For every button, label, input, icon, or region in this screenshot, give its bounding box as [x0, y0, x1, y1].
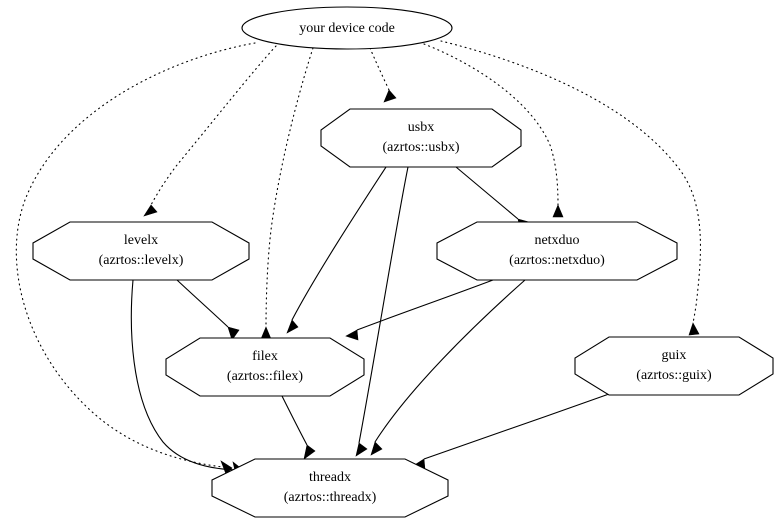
node-filex[interactable]: filex (azrtos::filex): [165, 337, 365, 397]
node-label-line2: (azrtos::netxduo): [509, 253, 605, 268]
edge-path: [455, 166, 519, 220]
edge-layer: [15, 40, 701, 476]
node-label-line1: levelx: [124, 233, 158, 248]
edge-path: [440, 40, 701, 324]
arrow-head: [227, 326, 240, 341]
edge-path: [281, 395, 308, 446]
edge-path: [130, 279, 244, 471]
edge-path: [150, 45, 277, 206]
node-label-line2: (azrtos::usbx): [383, 140, 460, 155]
arrow-head: [355, 442, 368, 457]
node-label-line1: filex: [252, 349, 278, 364]
edge-path: [369, 47, 390, 91]
edge-levelx-to-filex: [176, 279, 240, 341]
arrow-head: [345, 329, 359, 341]
node-usbx[interactable]: usbx (azrtos::usbx): [320, 108, 522, 168]
node-label-line2: (azrtos::threadx): [284, 490, 377, 505]
arrow-head: [688, 322, 700, 336]
edge-filex-to-threadx: [281, 395, 316, 460]
node-label-line2: (azrtos::levelx): [99, 253, 184, 268]
node-label-line1: threadx: [309, 470, 351, 485]
edge-path: [423, 393, 610, 460]
edge-path: [374, 279, 526, 443]
edge-usbx-to-filex: [286, 166, 387, 334]
arrow-head: [286, 319, 299, 334]
edge-path: [358, 166, 409, 444]
edge-device-to-levelx: [143, 45, 277, 217]
node-netxduo[interactable]: netxduo (azrtos::netxduo): [436, 221, 678, 281]
node-octagon-shape: [32, 221, 250, 281]
edge-netxduo-to-filex: [345, 279, 494, 341]
node-label-line1: netxduo: [534, 233, 579, 248]
arrow-head: [370, 441, 383, 456]
edge-path: [15, 42, 256, 469]
node-octagon-shape: [320, 108, 522, 168]
edge-device-to-threadx: [15, 42, 256, 475]
node-label-line2: (azrtos::guix): [636, 368, 712, 383]
arrow-head: [220, 460, 233, 475]
edge-guix-to-threadx: [412, 393, 610, 471]
arrow-head: [260, 326, 272, 340]
node-label-line1: your device code: [299, 21, 395, 36]
node-label-line1: guix: [662, 348, 687, 363]
node-levelx[interactable]: levelx (azrtos::levelx): [32, 221, 250, 281]
edge-device-to-netxduo: [423, 43, 564, 218]
arrow-head: [383, 89, 397, 103]
edge-device-to-usbx: [369, 47, 397, 103]
node-threadx[interactable]: threadx (azrtos::threadx): [211, 458, 449, 518]
edge-usbx-to-threadx: [355, 166, 409, 457]
edge-path: [265, 47, 314, 328]
edge-device-to-guix: [440, 40, 701, 336]
edge-path: [356, 279, 494, 331]
node-ellipse-shape: [241, 6, 453, 50]
edge-netxduo-to-threadx: [370, 279, 526, 456]
node-your-device-code[interactable]: your device code: [241, 6, 453, 50]
edge-path: [176, 279, 229, 328]
node-octagon-shape: [574, 336, 774, 396]
arrow-head: [143, 204, 158, 217]
edge-path: [291, 166, 387, 321]
node-octagon-shape: [165, 337, 365, 397]
node-guix[interactable]: guix (azrtos::guix): [574, 336, 774, 396]
node-label-line1: usbx: [408, 120, 434, 135]
arrow-head: [303, 444, 316, 460]
node-octagon-shape: [436, 221, 678, 281]
node-octagon-shape: [211, 458, 449, 518]
node-layer: your device code usbx (azrtos::usbx) lev…: [32, 6, 774, 518]
arrow-head: [552, 204, 564, 218]
node-label-line2: (azrtos::filex): [227, 369, 304, 384]
